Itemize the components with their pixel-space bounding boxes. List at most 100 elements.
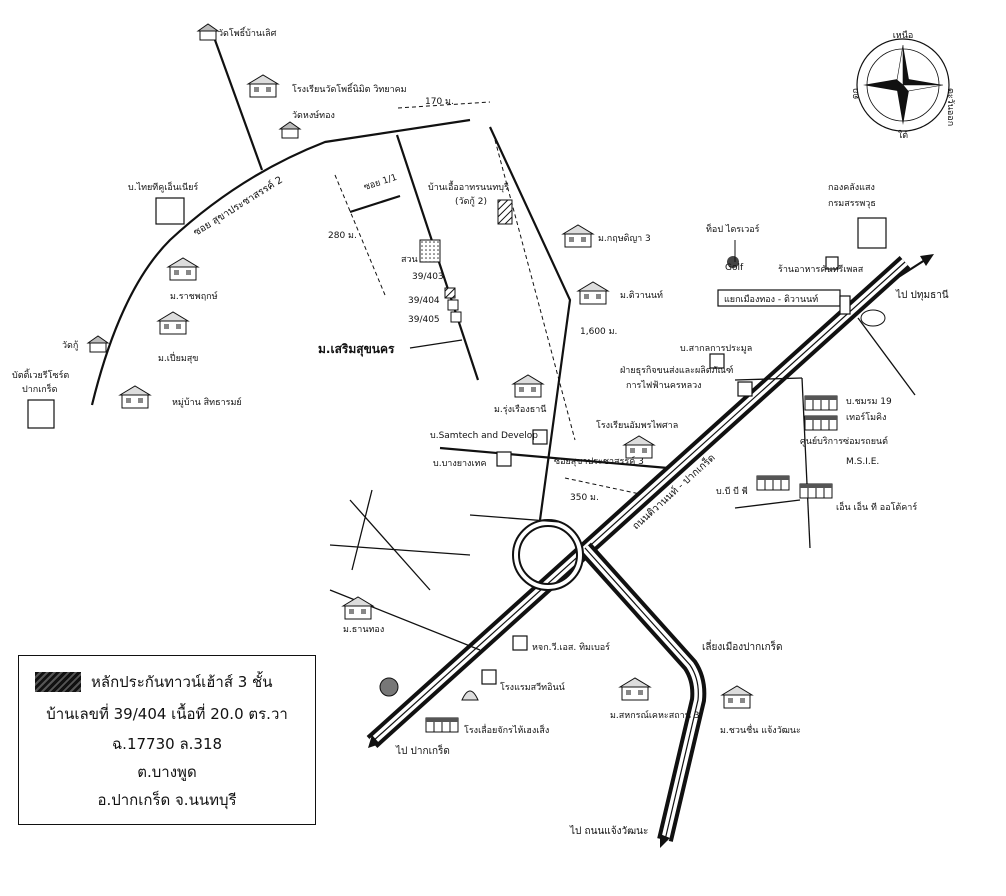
traffic-light-icon xyxy=(839,295,851,315)
label-samtech: บ.Samtech and Develop xyxy=(430,431,538,441)
landmark-box xyxy=(737,381,753,397)
label-factory: โรงเลื่อยจักรไห้เฮงเส็ง xyxy=(464,723,549,736)
label-bangyang: บ.บางยางเทค xyxy=(433,459,487,469)
label-pea: ฝ่ายธุรกิจขนส่งและผลิตภัณฑ์ xyxy=(620,364,733,376)
soi3-road xyxy=(439,446,669,470)
building-icon xyxy=(756,475,790,491)
label-top-driver: ท็อป ไดรเวอร์ xyxy=(706,222,760,235)
label-city-resort2: ปากเกร็ด xyxy=(22,382,58,395)
compass: เหนือ ใต้ ตะวันออก ตก xyxy=(851,30,955,141)
landmark-box xyxy=(532,429,548,445)
building-icon xyxy=(804,415,838,431)
label-ban-thong: ม.ธานทอง xyxy=(343,625,384,635)
soi2-road xyxy=(90,118,471,406)
label-thai-tech: บ.ไทยทีคูเอ็นเนียร์ xyxy=(128,180,198,193)
label-wat-ku: วัดกู้ xyxy=(62,340,78,351)
label-to-pakkret: ไป ปากเกร็ด xyxy=(395,743,450,757)
house-icon xyxy=(512,374,544,398)
school-building-icon xyxy=(247,74,279,98)
house-icon xyxy=(577,281,609,305)
house-icon xyxy=(562,224,594,248)
label-siriton: หมู่บ้าน สิทธารมย์ xyxy=(172,396,242,408)
temple-icon xyxy=(279,121,301,139)
house-icon xyxy=(119,385,151,409)
landmark-box xyxy=(481,669,497,685)
label-sahakorn: ม.สหกรณ์เคหะสถาน 3 xyxy=(610,709,699,721)
house-icon xyxy=(721,685,753,709)
label-ban-ua2: (วัดกู้ 2) xyxy=(455,196,487,207)
label-chomrom: บ.ชมรม 19 xyxy=(846,397,892,407)
tiwanon-highway xyxy=(366,256,911,748)
label-restaurant: ร้านอาหารคันทรีเพลส xyxy=(778,264,864,275)
label-city-resort: บัตติ้เวยรีโซร์ต xyxy=(12,368,69,381)
bypass-road xyxy=(579,542,707,848)
label-msie: M.S.I.E. xyxy=(846,457,879,467)
label-park: สวน xyxy=(401,255,418,265)
compass-south-label: ใต้ xyxy=(898,130,908,141)
golf-icon xyxy=(727,240,739,268)
label-hotel: โรงแรมสวีทอินน์ xyxy=(500,681,565,693)
temple-icon xyxy=(197,23,219,41)
label-h405: 39/405 xyxy=(408,315,440,325)
label-h403: 39/403 xyxy=(412,272,444,282)
label-ln-auto: เอ็น เอ็น ที ออโต้คาร์ xyxy=(836,500,917,513)
label-soi2: ซอย สุขาประชาสรรค์ 2 xyxy=(191,174,285,239)
legend-line2: ฉ.17730 ล.318 xyxy=(111,735,223,753)
right-roads xyxy=(734,317,916,549)
legend-line3: ต.บางพูด xyxy=(137,763,197,781)
legend-line4: อ.ปากเกร็ด จ.นนทบุรี xyxy=(97,791,237,809)
label-school-adm: โรงเรียนอัมพรไพศาล xyxy=(596,420,678,431)
legend-hatch-swatch xyxy=(35,672,81,692)
legend-title: หลักประกันทาวน์เฮ้าส์ 3 ชั้น xyxy=(91,673,273,691)
label-to-chaeng: ไป ถนนแจ้งวัฒนะ xyxy=(569,825,648,837)
label-bbp: บ.บี บี พี xyxy=(716,486,748,497)
building-icon xyxy=(799,483,833,499)
label-soem-suk: ม.เสริมสุขนคร xyxy=(318,342,395,357)
label-distance-350: 350 ม. xyxy=(570,493,599,503)
label-to-pathum: ไป ปทุมธานี xyxy=(895,289,949,301)
apartment-icon xyxy=(497,199,513,225)
compass-west-label: ตก xyxy=(851,88,861,99)
label-soi3: ซอยสุขาประชาสรรค์ 3 xyxy=(554,455,644,467)
label-junction: แยกเมืองทอง - ติวานนท์ xyxy=(724,293,818,305)
label-school-pho: โรงเรียนวัดโพธิ์นิมิต วิทยาคม xyxy=(292,82,407,95)
building-icon xyxy=(804,395,838,411)
legend-line1: บ้านเลขที่ 39/404 เนื้อที่ 20.0 ตร.วา xyxy=(46,705,288,723)
compass-north-label: เหนือ xyxy=(893,30,914,41)
school-building-icon xyxy=(623,435,655,459)
landmark-box xyxy=(709,353,725,369)
landmark-box xyxy=(155,197,185,225)
house-icon xyxy=(342,596,374,620)
landmark-box xyxy=(857,217,887,249)
house-icon xyxy=(619,677,651,701)
interchange-loop xyxy=(512,519,584,591)
label-wat-pho: วัดโพธิ์บ้านเลิศ xyxy=(218,26,277,39)
label-chomrom2: เทอร์โมคิง xyxy=(846,411,886,423)
arrow-to-pathum xyxy=(899,254,934,277)
building-icon xyxy=(425,717,459,733)
label-distance-1600: 1,600 ม. xyxy=(580,327,617,337)
house-icon xyxy=(157,311,189,335)
label-service: ศูนย์บริการซ่อมรถยนต์ xyxy=(800,435,888,447)
temple-icon xyxy=(87,335,109,353)
distance-markers xyxy=(334,101,641,495)
label-ratchaphruk: ม.ราชพฤกษ์ xyxy=(170,290,218,302)
label-wat-hong: วัดหงษ์ทอง xyxy=(292,109,335,121)
label-krisda: ม.กฤษดิญา 3 xyxy=(598,233,651,244)
landmark-box xyxy=(496,451,512,467)
label-chuan: ม.ชวนชื่น แจ้งวัฒนะ xyxy=(720,723,801,736)
collateral-plots xyxy=(419,239,462,323)
label-distance-170: 170 ม. xyxy=(425,97,454,107)
label-timber: หจก.วี.เอส. ทิมเบอร์ xyxy=(532,641,610,653)
landmark-box xyxy=(27,399,55,429)
label-bypass: เลี่ยงเมืองปากเกร็ด xyxy=(702,639,783,653)
label-tiwanon: ม.ติวานนท์ xyxy=(620,289,663,301)
label-kong-klang: กองคลังแสง xyxy=(828,183,875,193)
house-icon xyxy=(167,257,199,281)
shell-logo-icon xyxy=(461,690,479,701)
label-pea2: การไฟฟ้านครหลวง xyxy=(626,380,702,391)
label-piamsuk: ม.เปี่ยมสุข xyxy=(158,351,198,364)
label-rung-rueang: ม.รุ่งเรืองธานี xyxy=(494,404,546,415)
car-brand-logo-icon xyxy=(860,309,886,327)
